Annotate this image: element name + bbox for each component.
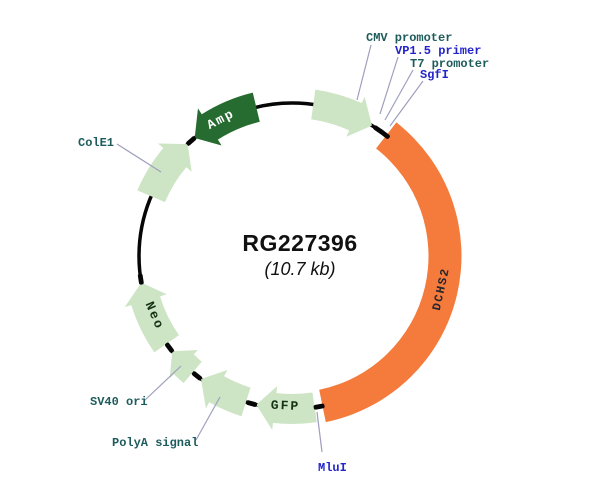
leader-line-cole1 <box>116 143 162 173</box>
feature-neo <box>124 282 179 353</box>
leader-line-t7-promoter <box>384 69 414 121</box>
junction-tick <box>165 342 174 353</box>
leader-line-cmv-promoter <box>356 44 372 101</box>
leader-line-sv40-ori <box>143 365 182 402</box>
label-sgfi-site: SgfI <box>420 68 449 82</box>
leader-line-polya-signal <box>195 396 221 441</box>
leader-line-mlui-site <box>316 411 323 453</box>
junction-tick <box>192 371 202 381</box>
leader-line-sgfi-site <box>389 80 424 127</box>
feature-cole1 <box>137 143 192 203</box>
label-sv40-ori: SV40 ori <box>90 395 148 409</box>
junction-tick <box>313 403 325 410</box>
feature-sv40-ori <box>169 350 202 383</box>
label-polya-signal: PolyA signal <box>112 436 198 450</box>
leader-line-vp15-primer <box>379 56 399 115</box>
label-t7-promoter: T7 promoter <box>410 57 489 71</box>
label-vp15-primer: VP1.5 primer <box>395 44 481 58</box>
junction-tick <box>246 400 258 407</box>
feature-gfp <box>256 386 317 430</box>
junction-tick <box>379 130 390 139</box>
label-cole1: ColE1 <box>78 136 114 150</box>
feature-cmv-promoter <box>311 89 372 137</box>
label-mlui-site: MluI <box>318 461 347 475</box>
feature-dchs2 <box>319 122 462 423</box>
feature-amp <box>194 92 260 146</box>
junction-tick <box>137 273 144 285</box>
feature-label-gfp: GFP <box>270 398 300 414</box>
label-cmv-promoter: CMV promoter <box>366 31 452 45</box>
feature-polya-signal <box>200 370 251 417</box>
junction-tick <box>186 136 197 146</box>
